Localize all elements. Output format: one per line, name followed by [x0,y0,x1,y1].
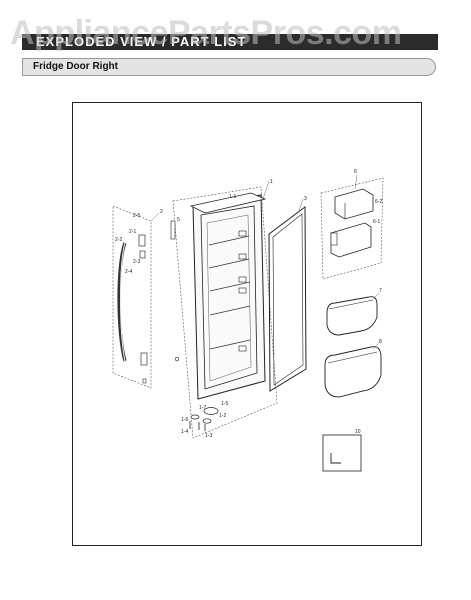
callout-7: 7 [379,288,382,294]
door-shelf-rail-5 [209,339,251,350]
callout-6-1: 6-1 [373,219,380,225]
shelf-support-5 [238,345,247,352]
dairy-compartment-cover [334,188,374,220]
shelf-support-3 [238,276,247,283]
door-shelf-rail-4 [209,305,251,316]
door-guard-bin-7 [326,296,378,336]
handle-assembly-outline [112,205,152,389]
handle-bracket-top [138,234,146,247]
callout-1-4: 1-4 [181,429,188,435]
header-bar [22,34,438,50]
page-title: EXPLODED VIEW / PART LIST [36,34,247,49]
callout-1-7: 1-7 [199,405,206,411]
callout-1-1: 1-1 [229,194,236,200]
callout-2: 2 [160,209,163,215]
door-shelf-rail-2 [208,258,250,269]
door-panel-liner [206,214,252,382]
door-shelf-rail-3 [209,281,251,292]
callout-6: 6 [354,169,357,175]
door-assembly-outline [172,186,278,439]
manual-bag [322,434,362,472]
bin-assembly-outline [320,177,384,280]
manual-bag-mark [330,453,341,464]
callout-2-2: 2-2 [115,237,122,243]
dairy-guard-side [330,232,338,246]
exploded-view-diagram: 1 1-1 1-2 1-3 1-4 1-5 1-6 1-7 2 2-1 2-2 … [112,169,384,472]
callout-2-1: 2-1 [129,229,136,235]
bottom-hinge-bushing [202,418,212,424]
callout-1-3: 1-3 [205,433,212,439]
callout-8: 8 [379,339,382,345]
callout-1-5: 1-5 [221,401,228,407]
handle-bracket-top-2 [139,250,146,259]
shelf-support-2 [238,253,247,260]
door-top-cap [189,192,267,214]
section-header: Fridge Door Right [22,58,436,76]
leader-2 [150,212,160,222]
callout-1-2: 1-2 [219,413,226,419]
callout-3: 3 [304,196,307,202]
leader-3 [298,198,304,212]
leader-7 [372,292,380,300]
callout-10: 10 [355,429,361,435]
bottom-hinge-washer [190,414,200,420]
dairy-compartment-guard [330,222,372,258]
door-handle-inner [120,242,126,362]
callout-2-5: 2-5 [133,213,140,219]
section-label: Fridge Door Right [33,61,118,72]
leader-8 [372,342,380,350]
callout-1: 1 [270,179,273,185]
callout-2-4: 2-4 [125,269,132,275]
callout-5: 5 [177,217,180,223]
door-hinge-pin [170,220,176,240]
callout-2-3: 2-3 [133,259,140,265]
door-panel-inner [200,205,258,390]
handle-bracket-bottom [140,352,148,366]
callout-1-6: 1-6 [181,417,188,423]
shelf-support-1 [238,230,247,237]
door-guard-bin-7-lip [328,299,374,310]
callout-6-2: 6-2 [375,199,382,205]
diagram-frame: 1 1-1 1-2 1-3 1-4 1-5 1-6 1-7 2 2-1 2-2 … [72,102,422,546]
door-guard-bin-8-lip [327,351,378,364]
bottom-hinge-cap [203,407,219,415]
leader-1 [262,180,270,200]
door-gasket-outer [268,206,307,392]
door-stopper [174,356,180,362]
door-shelf-rail-1 [208,235,250,246]
shelf-support-4 [238,287,247,294]
handle-screw [142,378,147,384]
door-guard-bin-8 [324,346,382,398]
watermark: AppliancePartsPros.com [10,14,402,52]
door-gasket-inner [272,213,304,386]
leader-6 [354,174,358,190]
